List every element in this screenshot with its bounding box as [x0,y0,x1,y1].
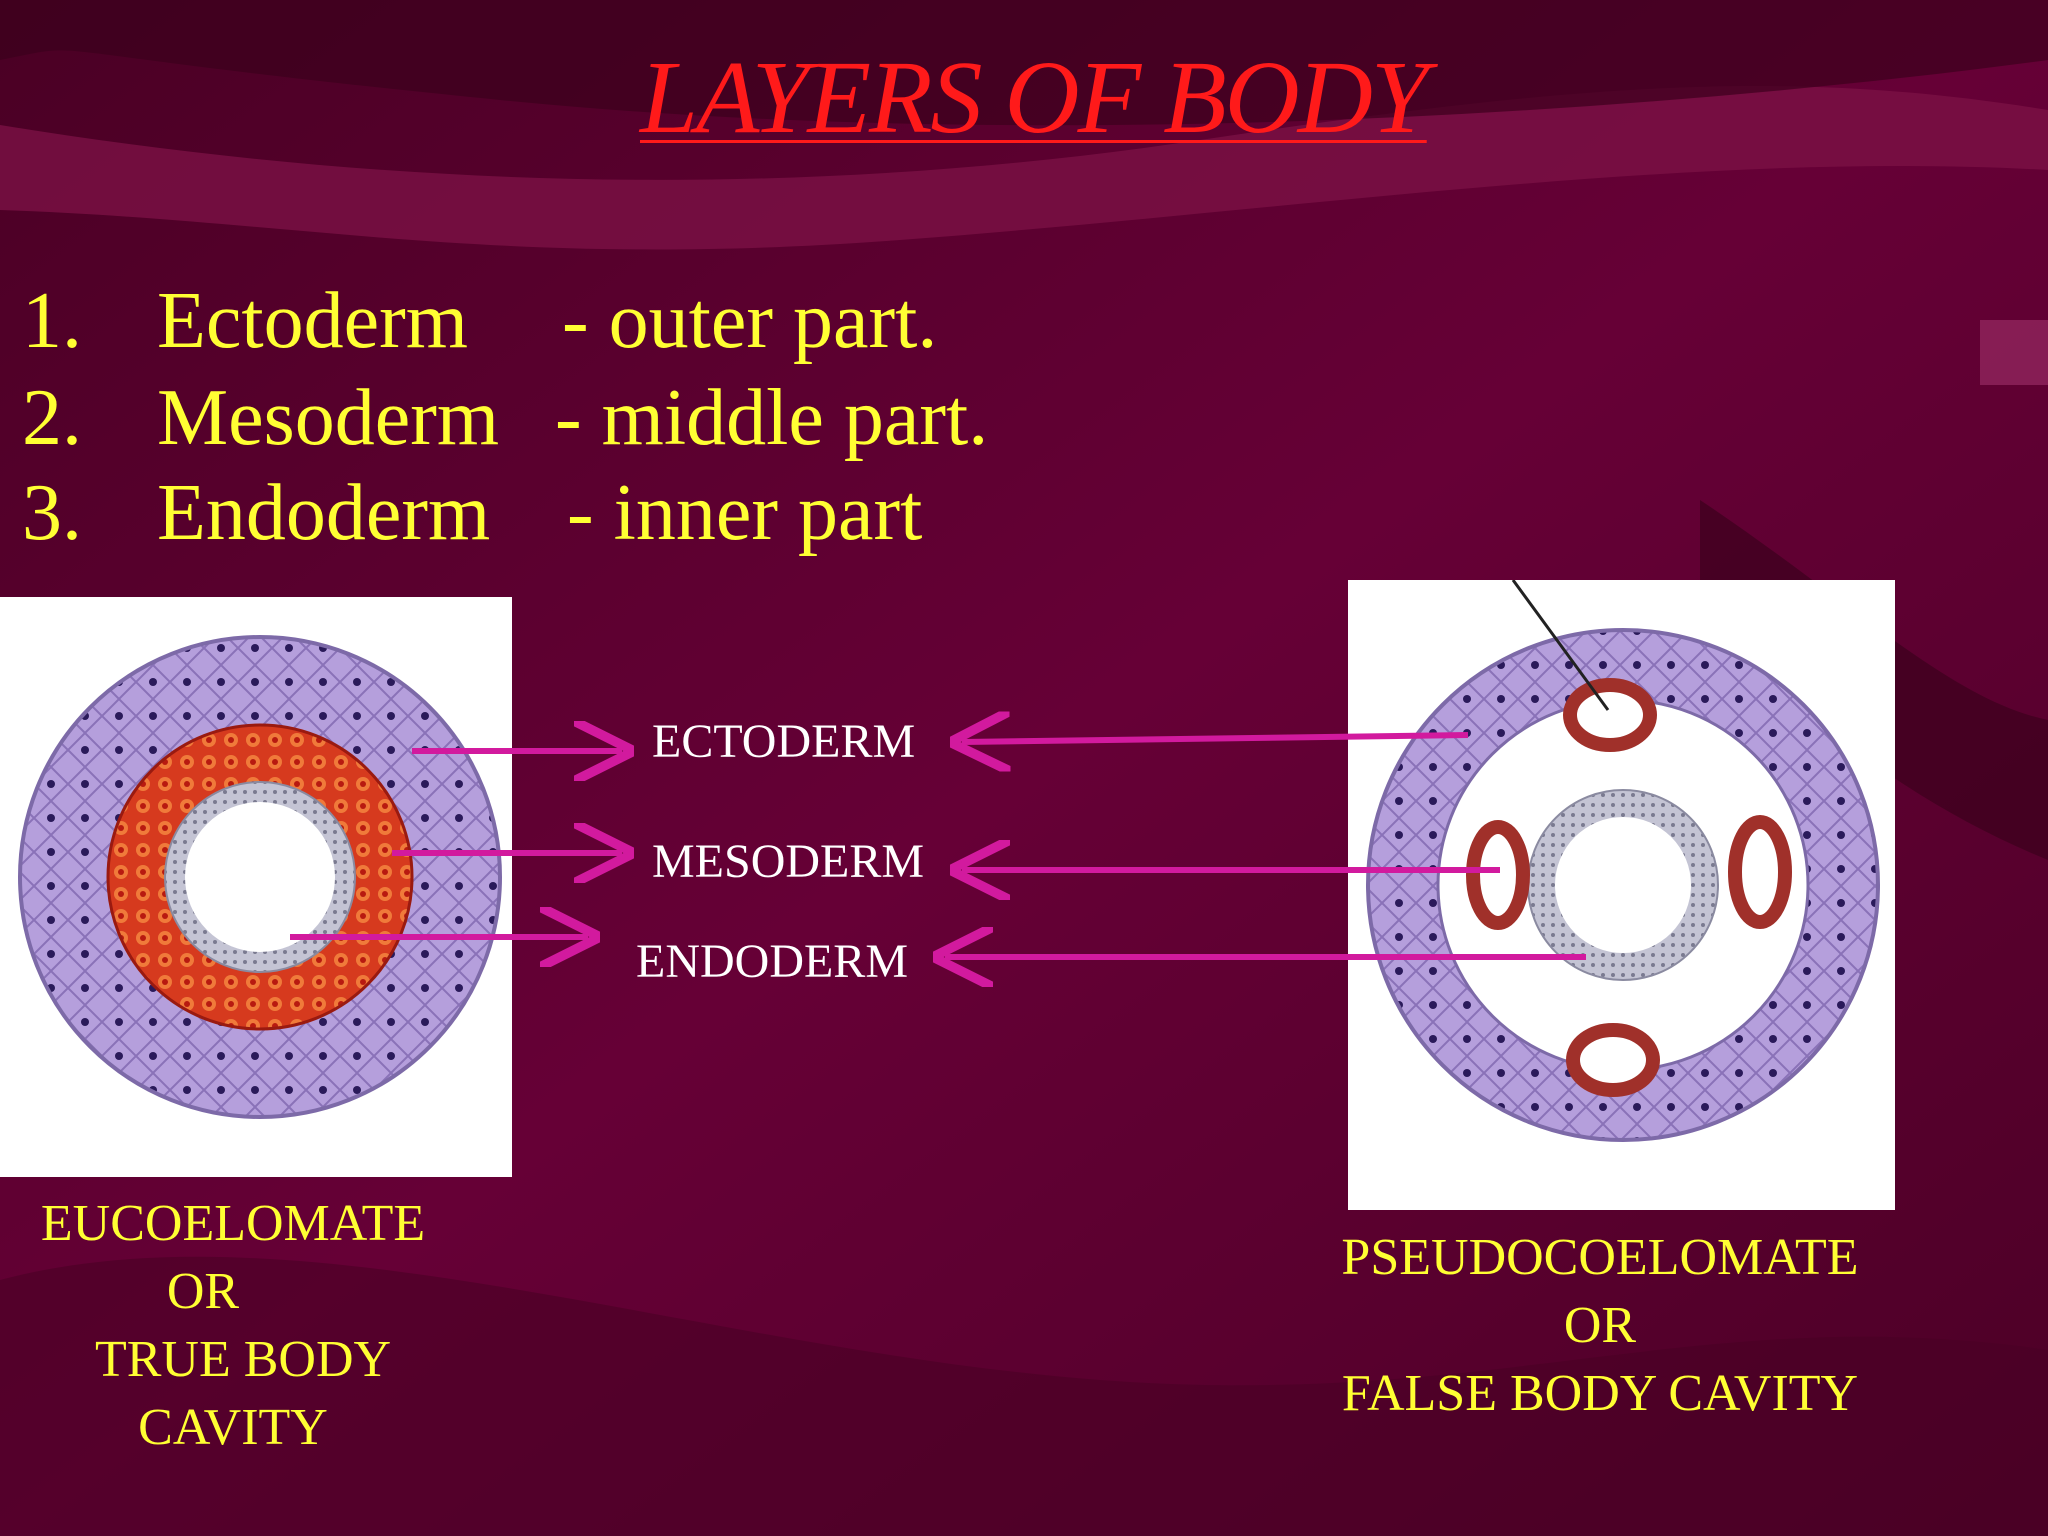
list-term: Mesoderm [157,374,500,462]
label-endoderm: ENDODERM [636,935,908,988]
slide-title: LAYERS OF BODY [640,40,1429,155]
list-number: 3. [22,469,82,557]
list-number: 1. [22,277,82,365]
eucoelomate-diagram [0,597,512,1177]
caption-line: CAVITY [138,1399,328,1456]
label-mesoderm: MESODERM [652,835,925,888]
eucoelomate-caption: EUCOELOMATE OR TRUE BODY CAVITY [28,1190,468,1462]
list-description: - outer part. [562,277,938,365]
eucoelomate-cross-section-image [18,635,502,1119]
pseudocoelomate-cross-section-image [1366,580,1880,1142]
list-term: Endoderm [157,469,491,557]
caption-line: PSEUDOCOELOMATE [1341,1229,1859,1286]
pseudocoelomate-diagram [1348,580,1895,1210]
label-ectoderm: ECTODERM [652,715,916,768]
list-description: - middle part. [555,374,989,462]
caption-line: TRUE BODY [94,1331,392,1388]
caption-line: OR [166,1263,240,1320]
pseudocoelomate-caption: PSEUDOCOELOMATE OR FALSE BODY CAVITY [1300,1224,1900,1428]
caption-line: EUCOELOMATE [40,1195,426,1252]
caption-line: OR [1563,1297,1637,1354]
list-description: - inner part [567,469,923,557]
caption-line: FALSE BODY CAVITY [1341,1365,1859,1422]
list-number: 2. [22,374,82,462]
list-term: Ectoderm [157,277,468,365]
